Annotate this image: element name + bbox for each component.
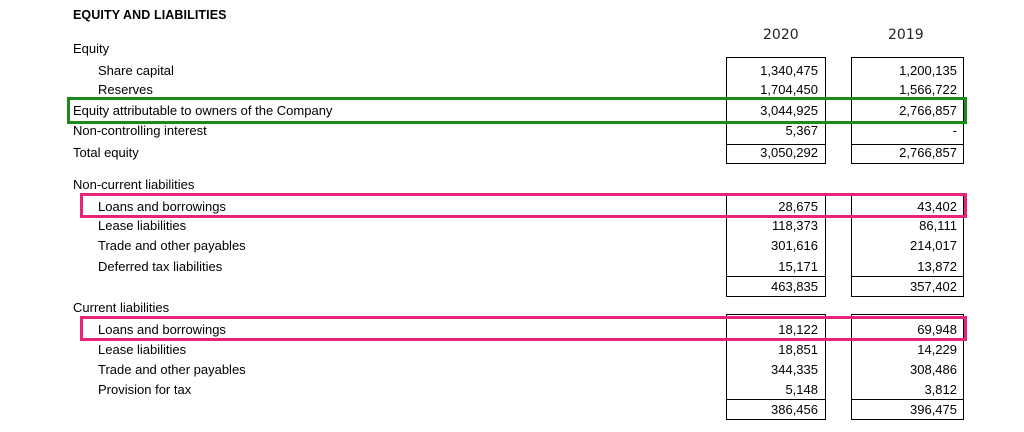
nci-2019: - [952,123,957,138]
noncurrent-total-line-2020 [726,276,826,277]
equity-column-2019-box [851,57,964,164]
current-column-2020-box [726,314,826,420]
total-equity-line-2019 [851,144,964,145]
nc-lease-2020: 118,373 [771,218,818,233]
nc-loans-2019: 43,402 [917,199,957,214]
nc-deferred-2020: 15,171 [778,259,818,274]
equity-attributable-2020: 3,044,925 [760,103,818,118]
total-equity-2020: 3,050,292 [760,145,818,160]
noncurrent-heading: Non-current liabilities [73,177,195,192]
c-loans-label: Loans and borrowings [98,322,226,337]
c-lease-2020: 18,851 [778,342,818,357]
nc-total-2019: 357,402 [910,279,957,294]
nc-deferred-2019: 13,872 [917,259,957,274]
share-capital-label: Share capital [98,63,174,78]
share-capital-2020: 1,340,475 [760,63,818,78]
year-header-2020: 2020 [763,27,799,43]
c-trade-2020: 344,335 [771,362,818,377]
c-trade-2019: 308,486 [910,362,957,377]
noncurrent-total-line-2019 [851,276,964,277]
c-total-2020: 386,456 [771,402,818,417]
nc-trade-2020: 301,616 [771,238,818,253]
current-loans-highlight [80,316,967,341]
c-tax-2020: 5,148 [785,382,818,397]
equity-column-2020-box [726,57,826,164]
nc-deferred-label: Deferred tax liabilities [98,259,223,274]
reserves-label: Reserves [98,82,153,97]
nc-loans-label: Loans and borrowings [98,199,226,214]
current-heading: Current liabilities [73,300,170,315]
current-column-2019-box [851,314,964,420]
nc-lease-label: Lease liabilities [98,218,187,233]
nc-trade-2019: 214,017 [910,238,957,253]
equity-heading: Equity [73,41,110,56]
share-capital-2019: 1,200,135 [899,63,957,78]
nc-loans-2020: 28,675 [778,199,818,214]
equity-attributable-2019: 2,766,857 [899,103,957,118]
c-lease-label: Lease liabilities [98,342,187,357]
nc-total-2020: 463,835 [771,279,818,294]
c-loans-2019: 69,948 [917,322,957,337]
c-tax-label: Provision for tax [98,382,192,397]
equity-attributable-highlight [67,97,967,124]
current-total-line-2020 [726,399,826,400]
nc-trade-label: Trade and other payables [98,238,246,253]
reserves-2019: 1,566,722 [899,82,957,97]
section-title: EQUITY AND LIABILITIES [73,8,227,22]
c-tax-2019: 3,812 [924,382,957,397]
c-total-2019: 396,475 [910,402,957,417]
reserves-2020: 1,704,450 [760,82,818,97]
noncurrent-loans-highlight [80,193,967,218]
total-equity-line-2020 [726,144,826,145]
c-trade-label: Trade and other payables [98,362,246,377]
total-equity-2019: 2,766,857 [899,145,957,160]
equity-attributable-label: Equity attributable to owners of the Com… [73,103,333,118]
c-loans-2020: 18,122 [778,322,818,337]
nci-2020: 5,367 [785,123,818,138]
total-equity-label: Total equity [73,145,139,160]
c-lease-2019: 14,229 [917,342,957,357]
nci-label: Non-controlling interest [73,123,207,138]
current-total-line-2019 [851,399,964,400]
nc-lease-2019: 86,111 [919,218,957,233]
year-header-2019: 2019 [888,27,924,43]
